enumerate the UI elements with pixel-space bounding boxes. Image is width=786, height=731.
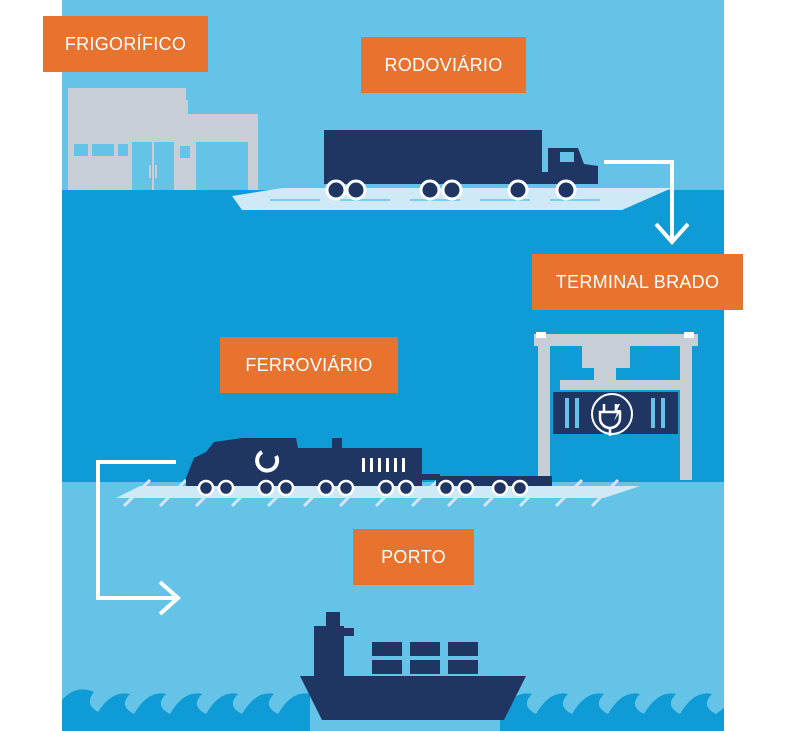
truck-window xyxy=(560,152,574,162)
label-ferroviario: FERROVIÁRIO xyxy=(220,337,398,393)
label-frigorifico: FRIGORÍFICO xyxy=(43,16,208,72)
label-rodoviario: RODOVIÁRIO xyxy=(361,37,526,93)
ship-icon xyxy=(300,612,526,720)
waves-icon xyxy=(62,689,724,731)
truck-icon xyxy=(324,130,598,184)
truck-wheels xyxy=(325,179,577,201)
rail-ties xyxy=(122,478,620,508)
warehouse-door-lines xyxy=(149,142,157,190)
train-wheels xyxy=(197,479,529,497)
arrow-icon xyxy=(604,160,690,246)
train-icon xyxy=(186,438,552,486)
gantry-crane-icon xyxy=(534,334,698,480)
label-porto: PORTO xyxy=(353,529,474,585)
arrow-icon xyxy=(96,460,182,616)
crane-top-knobs xyxy=(536,332,694,338)
label-terminal-brado: TERMINAL BRADO xyxy=(532,254,743,310)
container-plug-icon xyxy=(553,392,678,436)
train-details xyxy=(362,458,405,472)
train-logo xyxy=(255,450,280,473)
